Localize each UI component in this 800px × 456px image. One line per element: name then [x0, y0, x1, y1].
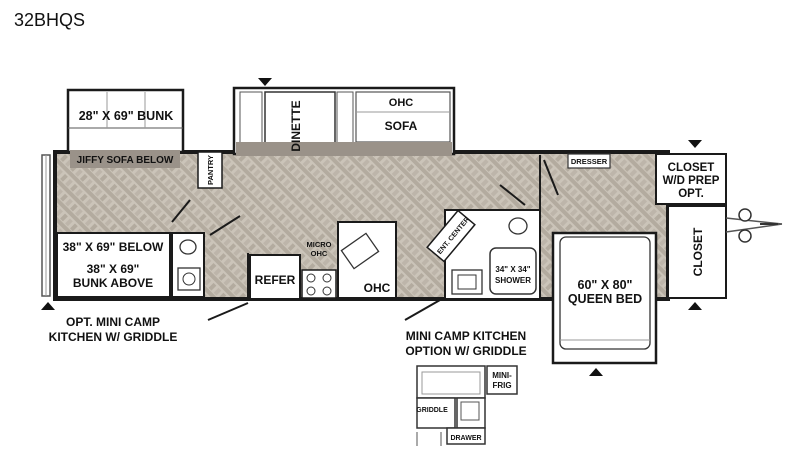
label-closet-prep-3: OPT.	[678, 188, 704, 200]
jiffy-sofa	[70, 150, 180, 168]
griddle-unit	[416, 397, 456, 429]
closet-wd	[655, 153, 727, 205]
label-queen-2: QUEEN BED	[568, 292, 642, 306]
label-mini-frig-1: MINI-	[492, 371, 512, 380]
label-bunk-top: 28" X 69" BUNK	[79, 109, 174, 123]
rear-toilet-icon	[179, 239, 197, 255]
model-name: 32BHQS	[14, 10, 86, 30]
label-mini-kitchen-1: MINI CAMP KITCHEN	[406, 329, 526, 343]
arrow-closet-bottom	[688, 302, 702, 310]
label-dresser: DRESSER	[571, 157, 608, 166]
label-closet-front: CLOSET	[691, 227, 705, 276]
label-opt-kitchen-1: OPT. MINI CAMP	[66, 315, 160, 329]
arrow-closet-top	[688, 140, 702, 148]
label-pantry: PANTRY	[206, 155, 215, 185]
label-opt-kitchen-2: KITCHEN W/ GRIDDLE	[49, 330, 178, 344]
label-micro-2: OHC	[311, 249, 328, 258]
range-top	[301, 269, 337, 299]
label-queen-1: 60" X 80"	[578, 278, 633, 292]
label-shower-1: 34" X 34"	[495, 265, 530, 274]
label-bunk-above-1: 38" X 69"	[87, 262, 140, 276]
kitchen-sink-icon	[340, 232, 380, 270]
ent-center	[426, 209, 476, 263]
mid-toilet-icon	[508, 217, 528, 235]
rear-sink-icon	[182, 272, 196, 286]
label-ohc-kitchen: OHC	[364, 281, 391, 295]
drawer	[446, 427, 486, 445]
label-jiffy-sofa: JIFFY SOFA BELOW	[77, 155, 174, 166]
label-closet-prep-2: W/D PREP	[663, 175, 720, 187]
label-dinette: DINETTE	[289, 100, 303, 151]
dresser	[567, 153, 611, 169]
mini-frig	[486, 365, 518, 395]
refer	[249, 254, 301, 300]
label-griddle: GRIDDLE	[416, 407, 448, 414]
arrow-dinette	[258, 78, 272, 86]
pantry	[197, 151, 223, 189]
label-bunk-below: 38" X 69" BELOW	[63, 240, 164, 254]
label-mini-kitchen-2: OPTION W/ GRIDDLE	[405, 344, 526, 358]
label-shower-2: SHOWER	[495, 276, 531, 285]
arrow-bed	[589, 368, 603, 376]
arrow-rear	[41, 302, 55, 310]
closet-front	[667, 205, 727, 299]
queen-bed	[559, 236, 651, 350]
label-micro-1: MICRO	[307, 240, 332, 249]
label-closet-prep-1: CLOSET	[668, 162, 715, 174]
label-drawer: DRAWER	[450, 435, 481, 442]
hitch-jack	[738, 208, 752, 222]
label-refer: REFER	[255, 273, 296, 287]
bunk-room	[56, 232, 171, 298]
mid-sink-icon	[457, 274, 477, 290]
label-bunk-above-2: BUNK ABOVE	[73, 276, 153, 290]
label-sofa: SOFA	[385, 119, 418, 133]
label-ohc-top: OHC	[389, 97, 414, 109]
shower	[489, 247, 537, 295]
label-mini-frig-2: FRIG	[492, 381, 511, 390]
